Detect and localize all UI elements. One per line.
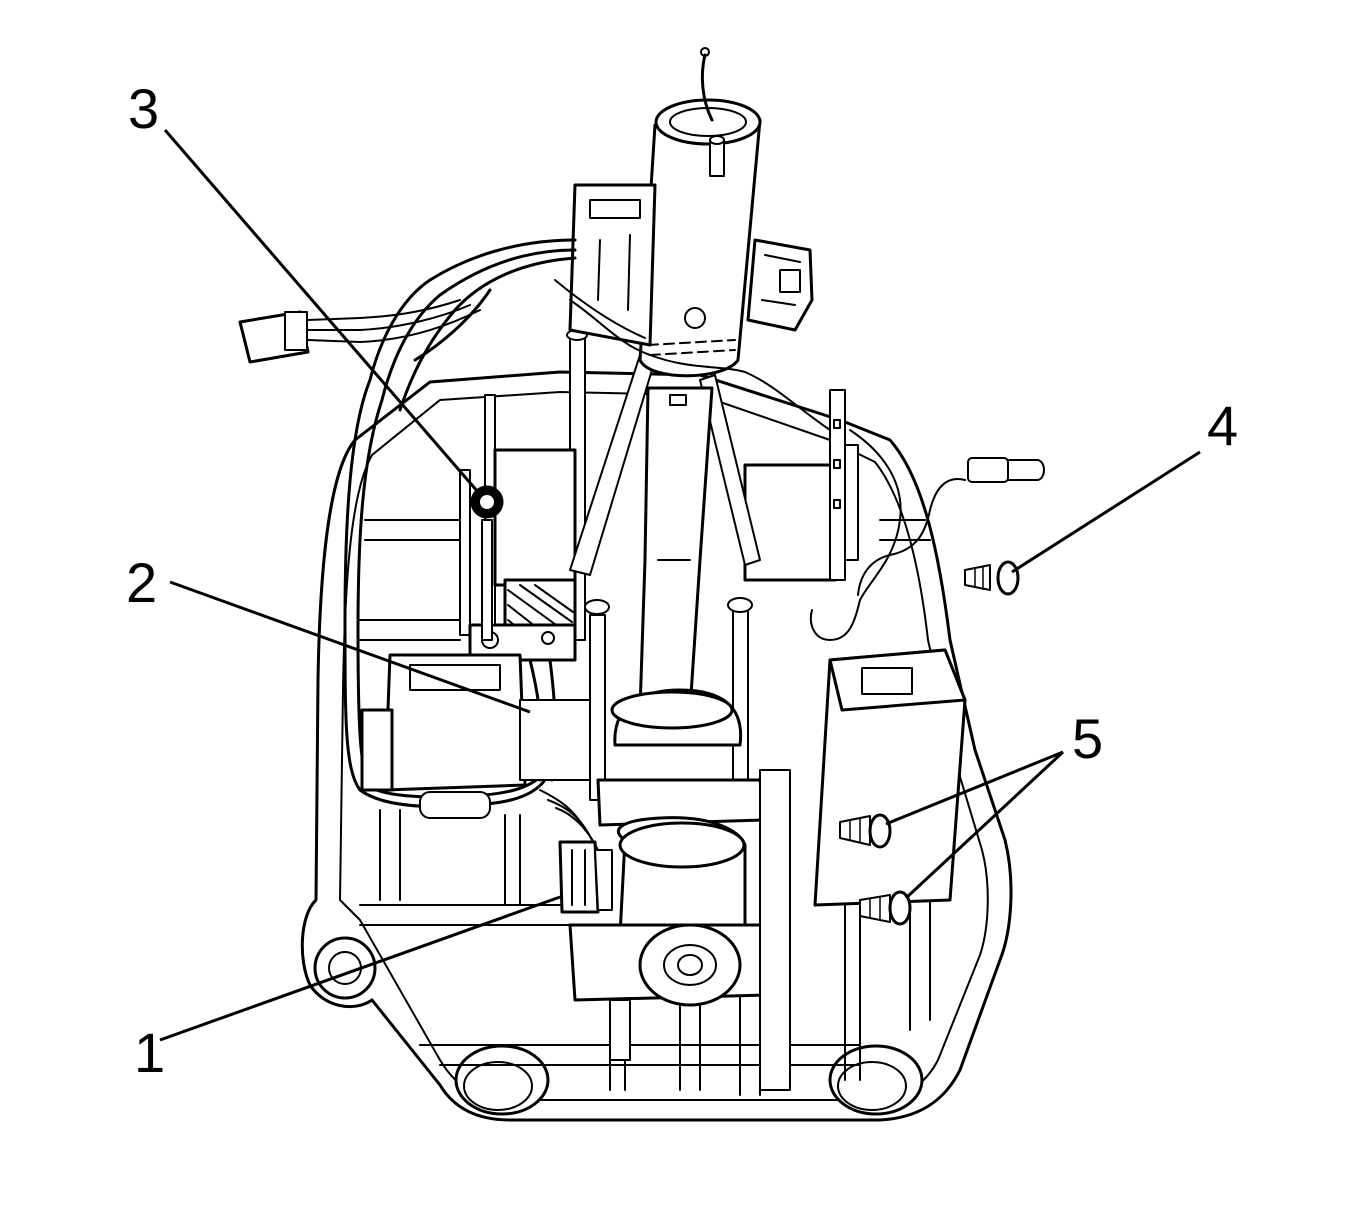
leader-line-5b: [904, 750, 1065, 900]
park-sensor: [967, 457, 1045, 483]
wire-harness: [238, 238, 966, 851]
leader-lines: [159, 129, 1201, 1042]
callout-labels: 1 2 3 4 5: [126, 77, 1238, 1084]
callout-label-3: 3: [128, 77, 159, 140]
callout-label-5: 5: [1072, 707, 1103, 770]
callout-label-1: 1: [134, 1021, 165, 1084]
pivot-assembly: [568, 688, 791, 1091]
fastener-5-upper: [839, 813, 892, 849]
fastener-3: [470, 485, 504, 641]
leader-line-3: [163, 129, 480, 493]
shift-tube: [638, 47, 762, 378]
leader-line-2: [169, 580, 531, 714]
leader-line-5a: [885, 750, 1064, 826]
shift-position-module: [360, 653, 591, 792]
connector-1: [558, 840, 613, 914]
fastener-5-lower: [859, 890, 912, 926]
callout-label-2: 2: [126, 551, 157, 614]
lock-solenoid: [568, 183, 814, 347]
leader-line-4: [1011, 450, 1201, 574]
leader-line-1: [159, 895, 561, 1042]
callout-label-4: 4: [1207, 394, 1238, 457]
fastener-4: [964, 560, 1020, 596]
